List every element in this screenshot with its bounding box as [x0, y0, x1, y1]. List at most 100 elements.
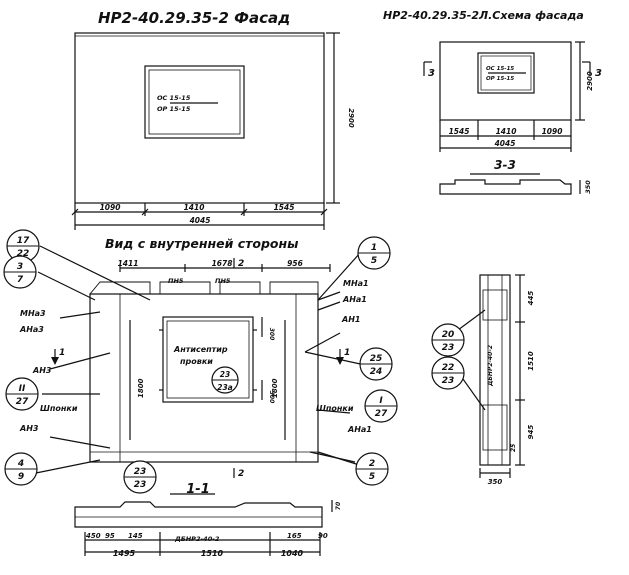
scheme-window-mark-bottom: ОР 15-15: [486, 76, 514, 82]
callout-5: 15: [357, 236, 391, 270]
scheme-dim-2: 1410: [496, 127, 517, 136]
s11-dim-bottom-3: 1040: [281, 549, 304, 558]
label-an3-a: АН3: [32, 366, 52, 375]
facade-window-frame: [144, 65, 245, 139]
s11-dim-top-5: 90: [318, 532, 328, 540]
pn-left: ПН5: [168, 277, 184, 285]
scheme-window-frame: [477, 52, 535, 94]
s11-dim-top-3: 145: [128, 532, 143, 540]
section-2-2-block: ДБНР2-40-2: [487, 345, 494, 387]
section-2-2-profile: [479, 274, 511, 466]
facade-window-mark-bottom: ОР 15-15: [157, 105, 191, 113]
label-an1: АН1: [341, 315, 360, 324]
section-1-1: [74, 493, 333, 556]
section-1-1-label: 1-1: [186, 482, 210, 497]
label-antiseptic-2: провки: [180, 357, 213, 366]
callout-top: 22: [442, 363, 455, 373]
v-dim-300-a: 300: [268, 328, 275, 341]
inner-cut-top: 2: [238, 259, 244, 269]
inner-panel-outline: [89, 293, 319, 463]
inner-top-dim-3: 956: [287, 259, 303, 268]
facade-height-dim: 2900: [347, 108, 355, 128]
inner-top-dim-1: 1411: [118, 259, 139, 268]
inner-cut-bottom: 2: [238, 469, 244, 479]
callout-top: 25: [370, 354, 383, 364]
inner-view: [35, 245, 373, 478]
callout-top: 3: [17, 262, 23, 272]
callout-2: 37: [3, 255, 37, 289]
scheme-dim-1: 1545: [449, 127, 470, 136]
s22-small-dim: 25: [510, 444, 517, 452]
s11-v-dim: 70: [335, 502, 342, 510]
pn-right: ПН5: [215, 277, 231, 285]
callout-bottom: 5: [371, 256, 377, 266]
label-shponki-left: Шпонки: [40, 404, 78, 413]
section-1-1-profile: [74, 501, 323, 528]
callout-bottom: 23а: [217, 383, 233, 392]
label-ana1-a: АНа1: [342, 295, 367, 304]
callout-bottom: 22: [17, 249, 30, 259]
callout-top: II: [19, 384, 26, 394]
s11-dim-top-2: 95: [105, 532, 115, 540]
v-dim-300-b: 300: [268, 391, 275, 404]
section-3-3-dim: 350: [584, 180, 592, 194]
scheme-dim-3: 1090: [542, 127, 563, 136]
scheme-view: [423, 41, 591, 195]
scheme-cut-right: 3: [595, 68, 602, 79]
callout-top: I: [379, 396, 383, 406]
scheme-cut-left: 3: [428, 68, 435, 79]
label-antiseptic-1: Антисептир: [173, 345, 228, 354]
callout-bottom: 27: [16, 397, 29, 407]
callout-top: 17: [17, 236, 30, 246]
s11-dim-bottom-2: 1510: [201, 549, 224, 558]
callout-bottom: 7: [17, 275, 24, 285]
callout-3: II 27: [5, 377, 39, 411]
label-ana1-b: АНа1: [347, 425, 372, 434]
callout-bottom: 24: [370, 367, 383, 377]
cut-arrows: [51, 357, 344, 365]
facade-dim-1: 1090: [100, 203, 121, 212]
s11-dim-top-1: 450: [86, 532, 101, 540]
facade-dim-2: 1410: [184, 203, 205, 212]
s11-dim-bottom-1: 1495: [113, 549, 136, 558]
callout-bottom: 9: [18, 472, 24, 482]
scheme-total-dim: 4045: [495, 139, 516, 148]
callout-bottom: 23: [134, 480, 147, 490]
inner-view-title: Вид с внутренней стороны: [105, 236, 298, 251]
callout-top: 23: [220, 370, 230, 379]
facade-dim-3: 1545: [274, 203, 295, 212]
section-1-1-block: ДБНР2-40-2: [174, 535, 220, 543]
inner-top-dim-2: 1678: [212, 259, 233, 268]
s22-dim-1: 445: [527, 291, 535, 306]
s22-dim-3: 945: [527, 425, 535, 440]
callout-top: 20: [442, 330, 455, 340]
facade-view: [71, 32, 340, 230]
s22-width-dim: 350: [488, 478, 503, 486]
label-shponki-right: Шпонки: [316, 404, 354, 413]
label-mna1: МНа1: [343, 279, 369, 288]
section-3-3-profile: [439, 179, 572, 195]
callout-bottom: 5: [369, 472, 375, 482]
facade-panel-outline: [74, 32, 325, 204]
facade-title: НР2-40.29.35-2 Фасад: [98, 9, 290, 27]
callout-top: 23: [134, 467, 147, 477]
callout-7: I27: [364, 389, 398, 423]
scheme-title: НР2-40.29.35-2Л.Схема фасада: [383, 9, 584, 22]
callout-bottom: 23: [442, 343, 455, 353]
s11-dim-top-4: 165: [287, 532, 302, 540]
label-ana3: АНа3: [19, 325, 44, 334]
callout-top: 2: [369, 459, 375, 469]
callout-4: 49: [4, 452, 38, 486]
scheme-height-dim: 2900: [586, 71, 594, 91]
inner-cut-left: 1: [59, 348, 65, 358]
callout-top: 1: [371, 243, 377, 253]
v-dim-1800-right: 1800: [271, 378, 279, 398]
callout-8: 25: [355, 452, 389, 486]
label-mna3: МНа3: [20, 309, 46, 318]
